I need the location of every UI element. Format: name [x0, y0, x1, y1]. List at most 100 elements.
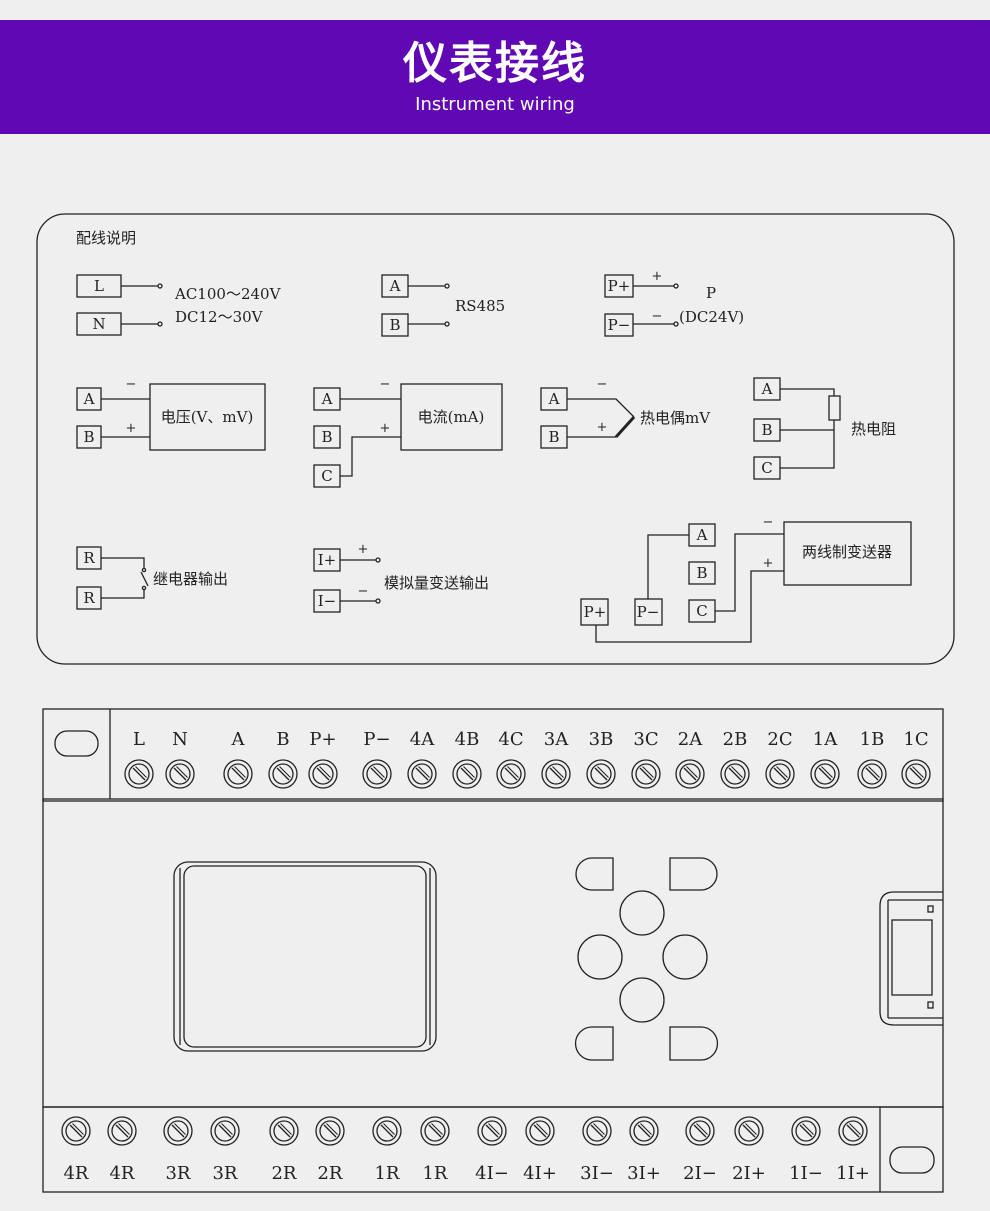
banner-title: 仪表接线 — [403, 38, 587, 89]
keypad-bottom-left-button[interactable] — [574, 1026, 614, 1061]
terminal-screw-icon — [629, 1116, 659, 1146]
thermocouple-b-label: B — [548, 428, 559, 446]
terminal-screw-icon — [477, 1116, 507, 1146]
rtd-diagram — [753, 377, 841, 480]
twowire-b-label: B — [696, 564, 707, 582]
top-terminal-label: 4A — [410, 729, 435, 750]
keypad-down-button[interactable] — [619, 977, 665, 1023]
terminal-screw-icon — [223, 759, 253, 789]
terminal-screw-icon — [765, 759, 795, 789]
bottom-terminal-label: 2I+ — [732, 1163, 766, 1184]
terminal-screw-icon — [675, 759, 705, 789]
keypad-bottom-right-button[interactable] — [669, 1026, 719, 1061]
terminal-screw-icon — [308, 759, 338, 789]
terminal-screw-icon — [420, 1116, 450, 1146]
voltage-b-label: B — [83, 428, 94, 446]
terminal-screw-icon — [210, 1116, 240, 1146]
current-plus-label: + — [380, 421, 391, 436]
terminal-screw-icon — [372, 1116, 402, 1146]
thermocouple-label: 热电偶mV — [640, 409, 711, 427]
current-diagram — [313, 383, 503, 488]
psupply-pplus-label: P+ — [608, 277, 631, 295]
top-terminal-label: N — [172, 729, 188, 750]
top-slot — [54, 730, 99, 757]
top-terminal-label: 1C — [903, 729, 928, 750]
terminal-screw-icon — [407, 759, 437, 789]
bottom-terminal-label: 2R — [271, 1163, 296, 1184]
device-body — [42, 708, 944, 1193]
bottom-terminal-label: 3I− — [580, 1163, 614, 1184]
terminal-screw-icon — [362, 759, 392, 789]
current-a-label: A — [321, 390, 333, 408]
twowire-plus-label: + — [763, 556, 774, 571]
bottom-terminal-label: 1I+ — [836, 1163, 870, 1184]
psupply-pminus-label: P− — [608, 316, 631, 334]
terminal-screw-icon — [685, 1116, 715, 1146]
top-terminal-label: B — [276, 729, 289, 750]
header-banner: 仪表接线 Instrument wiring — [0, 20, 990, 134]
rtd-b-label: B — [761, 421, 772, 439]
top-terminal-label: L — [133, 729, 145, 750]
current-box-label: 电流(mA) — [418, 408, 485, 426]
power-n-label: N — [92, 315, 105, 333]
thermocouple-minus-label: − — [597, 377, 608, 392]
keypad — [574, 857, 719, 1061]
terminal-screw-icon — [720, 759, 750, 789]
thermocouple-a-label: A — [548, 390, 560, 408]
top-terminal-label: 4B — [455, 729, 480, 750]
terminal-screw-icon — [452, 759, 482, 789]
current-minus-label: − — [380, 377, 391, 392]
top-terminal-label: 3C — [633, 729, 658, 750]
top-terminal-label: 1B — [860, 729, 885, 750]
bottom-terminal-label: 4R — [63, 1163, 88, 1184]
voltage-box-label: 电压(V、mV) — [161, 408, 254, 426]
twowire-a-label: A — [696, 526, 708, 544]
voltage-diagram — [76, 383, 266, 451]
bottom-terminal-label: 4I− — [475, 1163, 509, 1184]
analog-minus-label: − — [358, 584, 369, 599]
relay-label: 继电器输出 — [153, 570, 228, 588]
terminal-screw-icon — [124, 759, 154, 789]
analog-label: 模拟量变送输出 — [384, 574, 489, 592]
terminal-screw-icon — [107, 1116, 137, 1146]
terminal-screw-icon — [810, 759, 840, 789]
psupply-minus-label: − — [652, 309, 663, 324]
psupply-p-label: P — [706, 284, 716, 302]
terminal-screw-icon — [582, 1116, 612, 1146]
bottom-terminal-label: 3R — [212, 1163, 237, 1184]
top-terminal-label: 1A — [813, 729, 838, 750]
keypad-left-button[interactable] — [577, 934, 623, 980]
terminal-screw-icon — [734, 1116, 764, 1146]
terminal-screw-icon — [165, 759, 195, 789]
top-terminal-label: A — [231, 729, 246, 750]
analog-iplus-label: I+ — [318, 551, 337, 569]
bottom-terminal-label: 2I− — [683, 1163, 717, 1184]
keypad-top-left-button[interactable] — [575, 857, 614, 891]
terminal-screw-icon — [631, 759, 661, 789]
keypad-top-right-button[interactable] — [669, 857, 718, 891]
rtd-c-label: C — [761, 459, 772, 477]
banner-subtitle: Instrument wiring — [415, 94, 575, 115]
bottom-terminal-label: 1R — [422, 1163, 447, 1184]
voltage-minus-label: − — [126, 377, 137, 392]
top-terminal-label: 3A — [544, 729, 569, 750]
terminal-screw-icon — [163, 1116, 193, 1146]
top-terminal-label: P− — [363, 729, 390, 750]
terminal-screw-icon — [901, 759, 931, 789]
top-terminal-label: 2C — [767, 729, 792, 750]
bottom-slot — [889, 1146, 935, 1174]
terminal-screw-icon — [525, 1116, 555, 1146]
terminal-screw-icon — [268, 759, 298, 789]
p-supply-diagram — [604, 274, 679, 337]
terminal-screw-icon — [61, 1116, 91, 1146]
wiring-title: 配线说明 — [76, 229, 136, 247]
rs485-label: RS485 — [455, 297, 505, 315]
keypad-right-button[interactable] — [662, 934, 708, 980]
keypad-up-button[interactable] — [619, 890, 665, 936]
bottom-terminal-label: 2R — [317, 1163, 342, 1184]
twowire-minus-label: − — [763, 515, 774, 530]
bottom-terminal-label: 3R — [165, 1163, 190, 1184]
relay-r2-label: R — [83, 589, 95, 607]
